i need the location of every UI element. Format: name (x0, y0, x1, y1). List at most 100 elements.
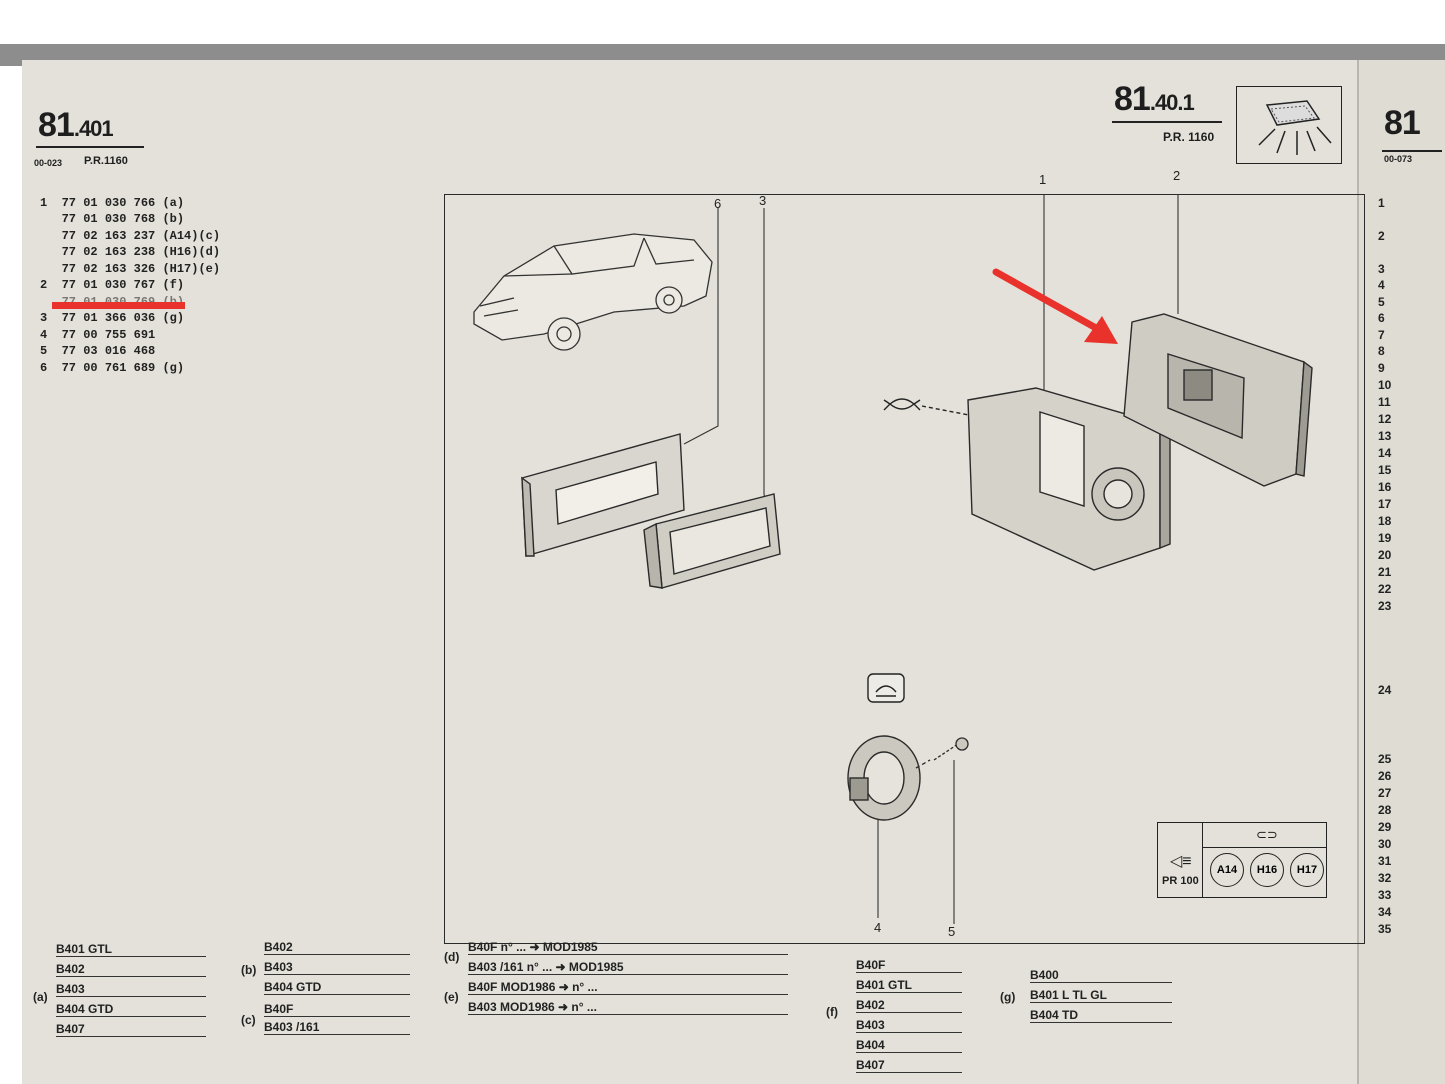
table-row: B403 /161 n° ... ➜ MOD1985 (468, 960, 788, 975)
list-item: 77 02 163 238 (H16)(d) (61, 245, 221, 259)
list-item: 12 (1378, 412, 1392, 426)
table-label: (d) (444, 950, 460, 964)
section-number: 81.40.1 (1114, 80, 1195, 118)
list-item: 26 (1378, 769, 1392, 783)
red-strike-marker (52, 302, 185, 309)
list-item: 30 (1378, 837, 1392, 851)
table-row: B404 TD (1030, 1008, 1172, 1023)
list-item: 2 77 01 030 767 (f) (40, 278, 185, 292)
table-label: (a) (33, 990, 48, 1004)
list-item: 34 (1378, 905, 1392, 919)
list-item: 17 (1378, 497, 1392, 511)
table-row: B403 (856, 1018, 962, 1033)
list-item: 16 (1378, 480, 1392, 494)
table-row: B403 (264, 960, 410, 975)
list-item: 24 (1378, 683, 1392, 697)
list-item: 23 (1378, 599, 1392, 613)
bulb-icon: ⊂⊃ (1256, 827, 1278, 842)
list-item: 77 02 163 237 (A14)(c) (61, 229, 221, 243)
table-row: B401 GTL (56, 942, 206, 957)
table-row: B407 (56, 1022, 206, 1037)
interior-light-icon (1236, 86, 1342, 164)
callout-1: 1 (1039, 172, 1047, 187)
lamp-housing (967, 387, 1171, 571)
list-item: 9 (1378, 361, 1385, 375)
list-item: 8 (1378, 344, 1385, 358)
page-code: 00-023 (34, 158, 63, 168)
list-item: 77 01 030 768 (b) (61, 212, 185, 226)
list-item: 27 (1378, 786, 1392, 800)
callout-3: 3 (759, 193, 767, 208)
table-row: B402 (856, 998, 962, 1013)
switch-symbol-icon (867, 673, 905, 703)
engine-badge: A14 (1210, 853, 1244, 887)
headlamp-icon: ◁≡ (1170, 853, 1192, 870)
list-item: 10 (1378, 378, 1392, 392)
lamp-bezel (521, 433, 685, 557)
table-row: B404 GTD (56, 1002, 206, 1017)
table-row: B40F (264, 1002, 410, 1017)
list-item: 77 02 163 326 (H17)(e) (61, 262, 221, 276)
legend-divider (1202, 823, 1203, 897)
table-row: B401 GTL (856, 978, 962, 993)
header-rule (36, 146, 144, 148)
callout-4: 4 (874, 920, 882, 935)
list-item: 3 (1378, 262, 1385, 276)
list-item: 29 (1378, 820, 1392, 834)
list-item: 22 (1378, 582, 1392, 596)
callout-5: 5 (948, 924, 956, 939)
table-row: B404 GTD (264, 980, 410, 995)
engine-badge: H16 (1250, 853, 1284, 887)
list-item: 7 (1378, 328, 1385, 342)
list-item: 18 (1378, 514, 1392, 528)
table-row: B401 L TL GL (1030, 988, 1172, 1003)
table-row: B40F n° ... ➜ MOD1985 (468, 940, 788, 955)
table-row: B400 (1030, 968, 1172, 983)
car-illustration (473, 233, 713, 351)
list-item: 13 (1378, 429, 1392, 443)
list-item: 2 (1378, 229, 1385, 243)
table-row: B403 MOD1986 ➜ n° ... (468, 1000, 788, 1015)
red-arrow-marker (992, 268, 1118, 344)
table-label: (b) (241, 963, 257, 977)
list-item: 4 77 00 755 691 (40, 328, 156, 342)
table-label: (c) (241, 1013, 256, 1027)
door-switch (847, 735, 921, 821)
header-rule (1112, 121, 1222, 123)
engine-legend: ◁≡ PR 100 ⊂⊃ A14 H16 H17 (1157, 822, 1327, 898)
list-item: 32 (1378, 871, 1392, 885)
callout-6: 6 (714, 196, 722, 211)
socket-base (1123, 313, 1313, 487)
list-item: 19 (1378, 531, 1392, 545)
callout-2: 2 (1173, 168, 1181, 183)
table-row: B403 (56, 982, 206, 997)
list-item: 28 (1378, 803, 1392, 817)
exploded-diagram (473, 194, 1313, 924)
pr-code: P.R. 1160 (1163, 130, 1215, 144)
list-item: 1 (1378, 196, 1385, 210)
list-item: 20 (1378, 548, 1392, 562)
table-row: B404 (856, 1038, 962, 1053)
lamp-lens (643, 493, 781, 589)
table-label: (e) (444, 990, 459, 1004)
table-row: B407 (856, 1058, 962, 1073)
list-item: 6 77 00 761 689 (g) (40, 361, 185, 375)
list-item: 5 (1378, 295, 1385, 309)
pr-code: P.R.1160 (84, 155, 128, 167)
list-item: 15 (1378, 463, 1392, 477)
header-rule (1382, 150, 1442, 152)
exploded-diagram-panel (444, 194, 1365, 944)
legend-divider (1202, 847, 1326, 848)
list-item: 21 (1378, 565, 1392, 579)
list-item: 11 (1378, 395, 1391, 409)
right-page-number: 81 (1384, 104, 1421, 142)
right-page-code: 00-073 (1384, 154, 1413, 164)
list-item: 35 (1378, 922, 1392, 936)
engine-badge: H17 (1290, 853, 1324, 887)
table-label: (g) (1000, 990, 1016, 1004)
table-label: (f) (826, 1005, 838, 1019)
table-row: B40F MOD1986 ➜ n° ... (468, 980, 788, 995)
screw (915, 737, 969, 769)
page-number: 81.401 (38, 106, 114, 144)
bulb-icon (883, 398, 975, 417)
